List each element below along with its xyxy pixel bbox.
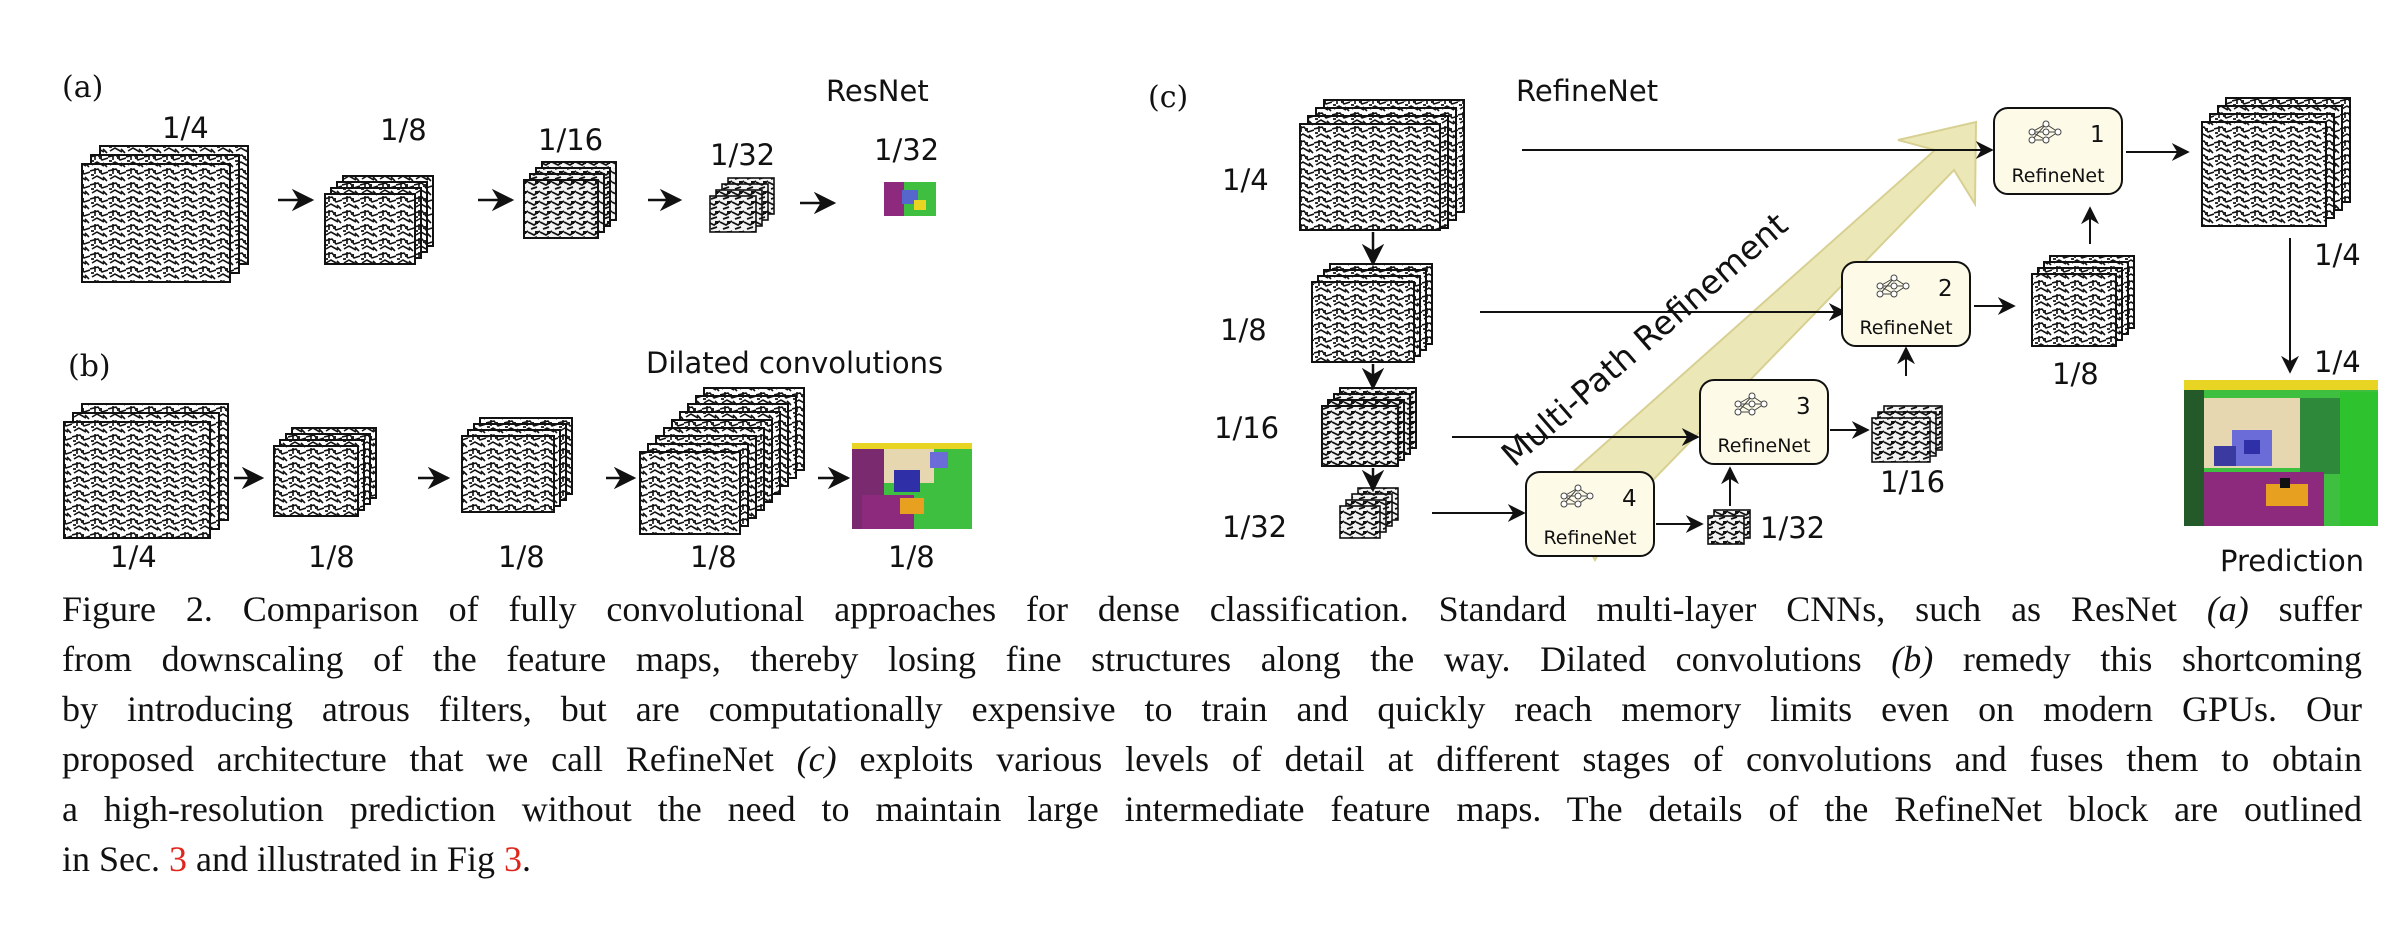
scale-label: 1/4 <box>110 540 157 574</box>
feature-map-stack <box>81 145 249 283</box>
panel-a-title: ResNet <box>826 74 929 108</box>
prediction-label: Prediction <box>2220 544 2364 578</box>
segmentation-thumbnail <box>852 443 972 529</box>
feature-map-stack <box>324 175 434 265</box>
scale-label: 1/8 <box>380 113 427 147</box>
refinenet-block-4: 4 RefineNet <box>1525 471 1655 557</box>
output-feature-map-stack <box>1707 509 1751 545</box>
feature-map-stack <box>63 403 229 539</box>
output-feature-map-stack <box>2201 97 2351 227</box>
panel-c: (c) RefineNet Multi-Path Refinement 1/4 … <box>1148 74 2378 578</box>
panel-c-title: RefineNet <box>1516 74 1658 108</box>
caption-line: in Sec. 3 and illustrated in Fig 3. <box>62 839 531 879</box>
neural-network-icon <box>2028 120 2062 144</box>
refinenet-name: RefineNet <box>2011 165 2104 187</box>
refinenet-block-2: 2 RefineNet <box>1841 261 1971 347</box>
segmentation-thumbnail <box>884 182 936 216</box>
output-feature-map-stack <box>1871 405 1943 463</box>
scale-label: 1/8 <box>888 540 935 574</box>
prediction-segmentation-map <box>2184 380 2378 526</box>
scale-label: 1/8 <box>308 540 355 574</box>
output-scale-label: 1/32 <box>1760 511 1825 545</box>
output-scale-label: 1/8 <box>2052 357 2099 391</box>
caption-line: proposed architecture that we call Refin… <box>62 739 2363 779</box>
refinenet-name: RefineNet <box>1543 527 1636 549</box>
scale-label: 1/32 <box>874 133 939 167</box>
feature-map-stack <box>1299 99 1465 231</box>
figure-caption: Figure 2. Comparison of fully convolutio… <box>62 584 2362 884</box>
output-scale-label: 1/16 <box>1880 465 1945 499</box>
figure-reference-link[interactable]: 3 <box>503 839 522 879</box>
refinenet-number: 2 <box>1938 276 1953 302</box>
feature-map-stack <box>1339 487 1399 539</box>
final-scale-label: 1/4 <box>2314 345 2361 379</box>
panel-a: (a) ResNet 1/4 1/8 1/16 <box>62 70 939 283</box>
section-reference-link[interactable]: 3 <box>168 839 187 879</box>
refinenet-block-3: 3 RefineNet <box>1699 379 1829 465</box>
panel-c-label: (c) <box>1148 80 1188 115</box>
feature-map-stack <box>709 177 775 233</box>
refinenet-name: RefineNet <box>1717 435 1810 457</box>
neural-network-icon <box>1876 274 1910 298</box>
input-scale-label: 1/16 <box>1214 411 1279 445</box>
panel-b-title: Dilated convolutions <box>646 346 943 380</box>
feature-map-stack <box>1321 387 1417 467</box>
refinenet-number: 1 <box>2090 122 2105 148</box>
refinenet-number: 4 <box>1622 486 1637 512</box>
feature-map-stack <box>639 387 805 535</box>
neural-network-icon <box>1560 484 1594 508</box>
input-scale-label: 1/8 <box>1220 313 1267 347</box>
scale-label: 1/8 <box>498 540 545 574</box>
feature-map-stack <box>523 161 617 239</box>
output-feature-map-stack <box>2031 255 2135 347</box>
feature-map-stack <box>1311 263 1433 363</box>
caption-line: from downscaling of the feature maps, th… <box>62 639 2362 679</box>
panel-b: (b) Dilated convolutions 1/4 1/8 1/8 <box>63 346 972 574</box>
scale-label: 1/32 <box>710 138 775 172</box>
scale-label: 1/16 <box>538 123 603 157</box>
caption-line: a high-resolution prediction without the… <box>62 789 2362 829</box>
feature-map-stack <box>461 417 573 513</box>
refinenet-name: RefineNet <box>1859 317 1952 339</box>
input-scale-label: 1/4 <box>1222 163 1269 197</box>
figure-diagram: (a) ResNet 1/4 1/8 1/16 <box>62 70 2378 578</box>
panel-b-label: (b) <box>68 349 111 384</box>
panel-a-label: (a) <box>62 70 103 105</box>
refinenet-number: 3 <box>1796 394 1811 420</box>
caption-line: by introducing atrous filters, but are c… <box>62 689 2362 729</box>
neural-network-icon <box>1734 392 1768 416</box>
input-scale-label: 1/32 <box>1222 510 1287 544</box>
output-scale-label: 1/4 <box>2314 238 2361 272</box>
feature-map-stack <box>273 427 377 517</box>
scale-label: 1/8 <box>690 540 737 574</box>
caption-line: Figure 2. Comparison of fully convolutio… <box>62 589 2362 629</box>
refinenet-block-1: 1 RefineNet <box>1993 107 2123 195</box>
scale-label: 1/4 <box>162 111 209 145</box>
